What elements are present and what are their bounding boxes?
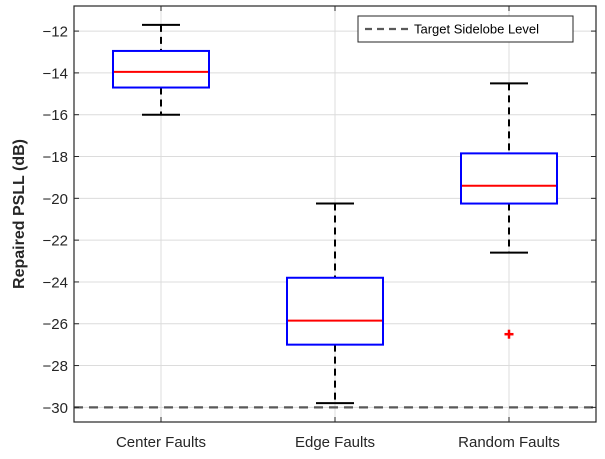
legend-label: Target Sidelobe Level: [414, 22, 539, 37]
x-tick-label: Center Faults: [116, 434, 206, 451]
box-center-faults: [112, 23, 210, 116]
x-tick-label: Random Faults: [458, 434, 560, 451]
iqr-box: [460, 152, 558, 205]
y-tick-label: −22: [43, 233, 68, 250]
legend: Target Sidelobe Level: [357, 15, 574, 43]
y-tick-label: −28: [43, 358, 68, 375]
iqr-box: [286, 276, 384, 346]
y-tick-label: −12: [43, 24, 68, 41]
y-tick-label: −20: [43, 191, 68, 208]
y-tick-label: −30: [43, 400, 68, 417]
iqr-box: [112, 49, 210, 89]
y-tick-label: −16: [43, 107, 68, 124]
y-axis-title: Repaired PSLL (dB): [11, 139, 28, 289]
x-tick-label: Edge Faults: [295, 434, 375, 451]
y-tick-label: −24: [43, 274, 68, 291]
y-tick-label: −26: [43, 316, 68, 333]
y-tick-label: −14: [43, 65, 68, 82]
box-random-faults: [460, 82, 558, 339]
y-tick-label: −18: [43, 149, 68, 166]
box-edge-faults: [286, 202, 384, 405]
boxes-group: [112, 23, 558, 405]
